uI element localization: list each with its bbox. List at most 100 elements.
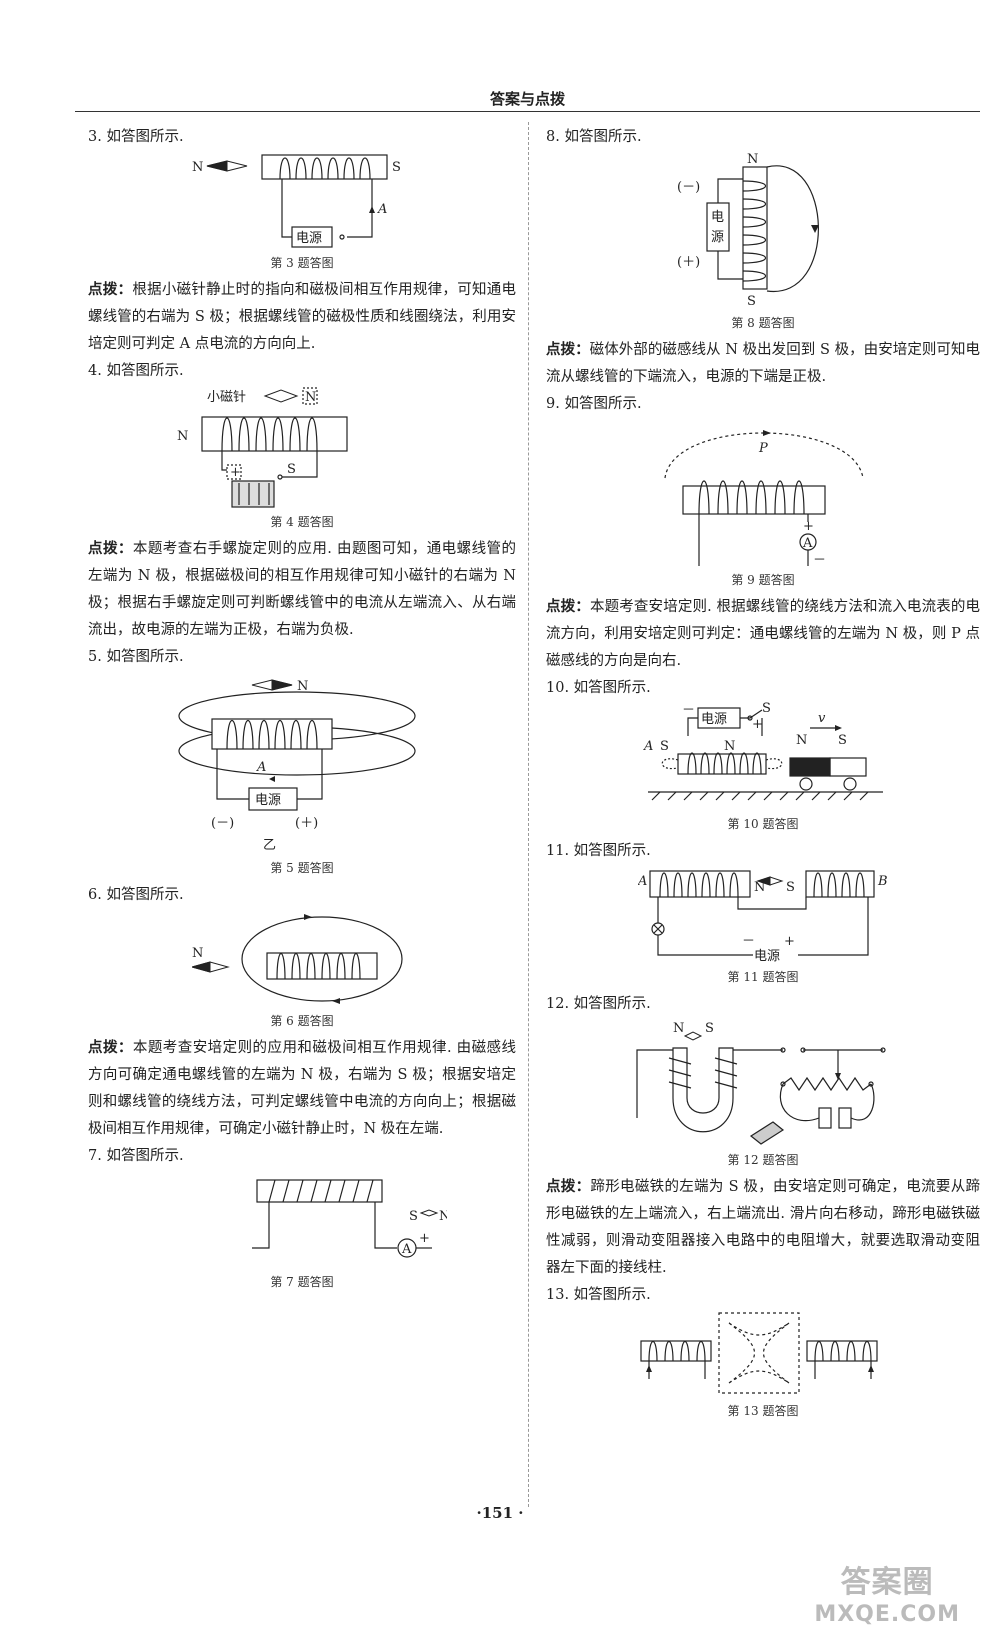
q4-needle-label: 小磁针 xyxy=(207,390,246,405)
q3-a-label: A xyxy=(377,202,387,217)
q4-caption: 第 4 题答图 xyxy=(270,515,334,529)
q3-n-label: N xyxy=(192,160,203,175)
q12-text: 12. 如答图所示. xyxy=(546,996,651,1012)
watermark-line2: MXQE.COM xyxy=(814,1602,960,1627)
q11-plus-label: + xyxy=(784,934,795,949)
left-column: 3. 如答图所示. N S 电源 A 第 3 题答图 点拨：根据小磁针静止时的指… xyxy=(88,124,516,1296)
q8-n-label: N xyxy=(747,152,758,167)
q3-figure: N S 电源 A xyxy=(88,151,516,251)
q12-note-label: 点拨： xyxy=(546,1179,591,1195)
q9-minus-label: － xyxy=(813,553,826,568)
q9-note-text: 本题考查安培定则. 根据螺线管的绕线方法和流入电流表的电流方向，利用安培定则可判… xyxy=(546,599,981,669)
q4-s-label: S xyxy=(287,462,296,477)
q10-caption: 第 10 题答图 xyxy=(727,817,799,831)
q12-note-text: 蹄形电磁铁的左端为 S 极，由安培定则可确定，电流要从蹄形电磁铁的左上端流入，右… xyxy=(546,1179,981,1276)
q3-note-text: 根据小磁针静止时的指向和磁极间相互作用规律，可知通电螺线管的右端为 S 极；根据… xyxy=(88,282,517,352)
q8-power2: 源 xyxy=(711,230,724,245)
q7-figure: A + S N xyxy=(88,1170,516,1270)
q12-figure: N S xyxy=(546,1018,980,1148)
q9-note: 点拨：本题考查安培定则. 根据螺线管的绕线方法和流入电流表的电流方向，利用安培定… xyxy=(546,594,980,675)
q3-text: 3. 如答图所示. xyxy=(88,129,184,145)
q3-note-label: 点拨： xyxy=(88,282,133,298)
q8-minus-label: (－) xyxy=(677,180,700,195)
q5-caption: 第 5 题答图 xyxy=(270,861,334,875)
q6-text: 6. 如答图所示. xyxy=(88,887,184,903)
q4-n-label: N xyxy=(177,429,188,444)
page-header: 答案与点拨 xyxy=(489,90,565,108)
q12-s-label: S xyxy=(705,1021,714,1036)
q11-power-label: 电源 xyxy=(754,949,780,964)
q9-p-label: P xyxy=(758,441,768,456)
q10-a-label: A xyxy=(643,739,653,754)
q7-plus-label: + xyxy=(419,1231,430,1246)
q5-yi-label: 乙 xyxy=(263,838,276,853)
q11-minus-label: － xyxy=(742,934,755,949)
q5-a-label: A xyxy=(256,760,266,775)
q11-b-label: B xyxy=(877,874,888,889)
q7-s-label: S xyxy=(409,1209,418,1224)
q4-note-text: 本题考查右手螺旋定则的应用. 由题图可知，通电螺线管的左端为 N 极，根据磁极间… xyxy=(88,541,517,638)
header-rule xyxy=(75,111,980,112)
q6-note-text: 本题考查安培定则的应用和磁极间相互作用规律. 由磁感线方向可确定通电螺线管的左端… xyxy=(88,1040,517,1137)
q5-figure: N 电源 A (－) (＋) 乙 xyxy=(88,671,516,856)
q4-note: 点拨：本题考查右手螺旋定则的应用. 由题图可知，通电螺线管的左端为 N 极，根据… xyxy=(88,536,516,644)
q3-caption: 第 3 题答图 xyxy=(270,256,334,270)
q9-plus-label: + xyxy=(803,519,814,534)
q6-figure: N xyxy=(88,909,516,1009)
q10-minus-label: － xyxy=(682,703,695,718)
watermark-line1: 答案圈 xyxy=(840,1565,934,1600)
q5-minus-label: (－) xyxy=(211,816,234,831)
q4-plus-label: + xyxy=(230,465,241,480)
q5-n-label: N xyxy=(297,679,308,694)
q6-caption: 第 6 题答图 xyxy=(270,1014,334,1028)
q7-n-label: N xyxy=(439,1209,447,1224)
q10-text: 10. 如答图所示. xyxy=(546,680,651,696)
q13-caption: 第 13 题答图 xyxy=(727,1404,799,1418)
column-divider xyxy=(528,122,529,1507)
q6-note: 点拨：本题考查安培定则的应用和磁极间相互作用规律. 由磁感线方向可确定通电螺线管… xyxy=(88,1035,516,1143)
q10-figure: 电源 S － + A S N N S v xyxy=(546,702,980,812)
q11-s-label: S xyxy=(786,880,795,895)
page-number: ·151 · xyxy=(476,1504,524,1522)
q8-figure: N 电 源 (－) (＋) S xyxy=(546,151,980,311)
q8-power1: 电 xyxy=(711,210,724,225)
q10-v-label: v xyxy=(818,711,826,726)
q3-s-label: S xyxy=(392,160,401,175)
q10-s2-label: S xyxy=(660,739,669,754)
q10-s1-label: S xyxy=(762,702,771,716)
q5-text: 5. 如答图所示. xyxy=(88,649,184,665)
q8-text: 8. 如答图所示. xyxy=(546,129,642,145)
q10-power-label: 电源 xyxy=(701,712,727,727)
q8-note-label: 点拨： xyxy=(546,342,590,358)
q8-s-label: S xyxy=(747,294,756,309)
q4-text: 4. 如答图所示. xyxy=(88,363,184,379)
q12-caption: 第 12 题答图 xyxy=(727,1153,799,1167)
q10-n1-label: N xyxy=(724,739,735,754)
q10-plus-label: + xyxy=(752,717,763,732)
q9-figure: P + A － xyxy=(546,418,980,568)
q3-power-label: 电源 xyxy=(296,231,322,246)
q6-note-label: 点拨： xyxy=(88,1040,133,1056)
q7-a-label: A xyxy=(401,1242,412,1257)
q13-figure xyxy=(546,1309,980,1399)
q6-n-label: N xyxy=(192,946,203,961)
q11-figure: A N S B － + 电源 xyxy=(546,865,980,965)
q5-plus-label: (＋) xyxy=(295,816,318,831)
q11-text: 11. 如答图所示. xyxy=(546,843,651,859)
watermark-logo: 答案圈 MXQE.COM xyxy=(814,1567,960,1631)
right-column: 8. 如答图所示. N 电 源 (－) (＋) S 第 8 题答图 点拨：磁体外… xyxy=(546,124,980,1425)
q11-n-label: N xyxy=(754,880,765,895)
q9-text: 9. 如答图所示. xyxy=(546,396,642,412)
q8-note: 点拨：磁体外部的磁感线从 N 极出发回到 S 极，由安培定则可知电流从螺线管的下… xyxy=(546,337,980,391)
q3-note: 点拨：根据小磁针静止时的指向和磁极间相互作用规律，可知通电螺线管的右端为 S 极… xyxy=(88,277,516,358)
q8-note-text: 磁体外部的磁感线从 N 极出发回到 S 极，由安培定则可知电流从螺线管的下端流入… xyxy=(546,342,981,385)
q7-caption: 第 7 题答图 xyxy=(270,1275,334,1289)
q8-plus-label: (＋) xyxy=(677,255,700,270)
q4-figure: 小磁针 N N + S xyxy=(88,385,516,510)
q4-n-box-label: N xyxy=(305,390,316,405)
q9-caption: 第 9 题答图 xyxy=(731,573,795,587)
q11-caption: 第 11 题答图 xyxy=(727,970,799,984)
q4-note-label: 点拨： xyxy=(88,541,133,557)
q10-s3-label: S xyxy=(838,733,847,748)
q12-n-label: N xyxy=(673,1021,684,1036)
